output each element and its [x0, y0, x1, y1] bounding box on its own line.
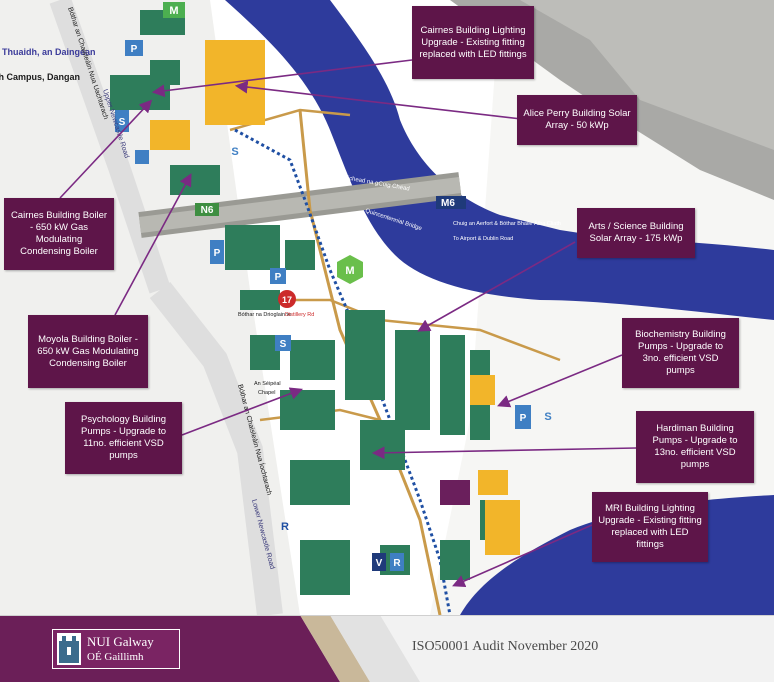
callout-biochemistry-text: Biochemistry Building Pumps - Upgrade to… — [635, 329, 726, 376]
parking-marker-p4: P — [520, 413, 527, 424]
callout-psychology: Psychology Building Pumps - Upgrade to 1… — [65, 402, 182, 474]
callout-alice-perry-text: Alice Perry Building Solar Array - 50 kW… — [523, 108, 631, 131]
callout-cairnes-lighting: Cairnes Building Lighting Upgrade - Exis… — [412, 6, 534, 79]
chapel-label-english: Chapel — [258, 390, 275, 396]
distillery-label-irish: Bóthar na Drioglainne — [238, 312, 291, 318]
callout-moyola-text: Moyola Building Boiler - 650 kW Gas Modu… — [37, 333, 139, 369]
callout-biochemistry: Biochemistry Building Pumps - Upgrade to… — [622, 318, 739, 388]
callout-leaders — [59, 59, 637, 588]
callout-hardiman-text: Hardiman Building Pumps - Upgrade to 13n… — [652, 423, 738, 470]
marker-v: V — [376, 558, 383, 569]
logo-text-english: NUI Galway — [87, 634, 154, 649]
security-marker-s4: S — [544, 411, 551, 423]
callout-cairnes-lighting-text: Cairnes Building Lighting Upgrade - Exis… — [419, 24, 527, 60]
marker-m-top: M — [169, 5, 178, 17]
callout-mri: MRI Building Lighting Upgrade - Existing… — [592, 492, 708, 562]
security-marker-s2: S — [280, 339, 287, 350]
marker-m-mid: M — [345, 265, 354, 277]
logo-text-irish: OÉ Gaillimh — [87, 651, 144, 663]
chapel-label-irish: An Séipéal — [254, 381, 281, 387]
callout-psychology-text: Psychology Building Pumps - Upgrade to 1… — [80, 414, 167, 461]
callout-hardiman: Hardiman Building Pumps - Upgrade to 13n… — [636, 411, 754, 483]
parking-marker-p2: P — [214, 248, 221, 259]
parking-marker-p3: P — [275, 272, 282, 283]
callout-cairnes-boiler-text: Cairnes Building Boiler - 650 kW Gas Mod… — [10, 210, 108, 257]
campus-label-english: North Campus, Dangan — [0, 72, 80, 82]
security-marker-s3: S — [231, 146, 238, 158]
marker-r1: R — [281, 521, 289, 533]
marker-r2: R — [393, 558, 401, 569]
campus-map: P P P P S S S S M M 17 R V R N6 M6 Campa… — [0, 0, 774, 615]
airport-label-irish: Chuig an Aerfort & Bóthar Bhaile Átha Cl… — [453, 220, 561, 227]
distillery-label-english: Distillery Rd — [285, 312, 314, 318]
nui-galway-logo: NUI Galway OÉ Gaillimh — [52, 629, 180, 669]
callout-alice-perry: Alice Perry Building Solar Array - 50 kW… — [517, 95, 637, 145]
campus-label-irish: Campas Thuaidh, an Daingean — [0, 47, 96, 57]
callout-arts-science: Arts / Science Building Solar Array - 17… — [577, 208, 695, 258]
walking-route — [234, 128, 452, 615]
parking-marker-p1: P — [131, 44, 138, 55]
callout-mri-text: MRI Building Lighting Upgrade - Existing… — [598, 503, 702, 550]
callout-cairnes-boiler: Cairnes Building Boiler - 650 kW Gas Mod… — [4, 198, 114, 270]
parking-markers — [115, 40, 531, 429]
security-marker-s1: S — [119, 117, 126, 128]
n6-sign: N6 — [201, 205, 214, 216]
mri-building — [440, 480, 470, 505]
airport-label-english: To Airport & Dublin Road — [453, 236, 513, 242]
marker-17: 17 — [282, 295, 292, 305]
lower-newcastle-road — [149, 281, 283, 615]
m6-sign: M6 — [441, 198, 455, 209]
audit-title: ISO50001 Audit November 2020 — [412, 639, 599, 654]
callout-moyola: Moyola Building Boiler - 650 kW Gas Modu… — [28, 315, 148, 388]
upper-newcastle-road — [49, 0, 171, 294]
footer: NUI Galway OÉ Gaillimh ISO50001 Audit No… — [0, 615, 774, 682]
callout-arts-science-text: Arts / Science Building Solar Array - 17… — [588, 221, 684, 244]
castle-emblem-icon — [57, 633, 81, 665]
